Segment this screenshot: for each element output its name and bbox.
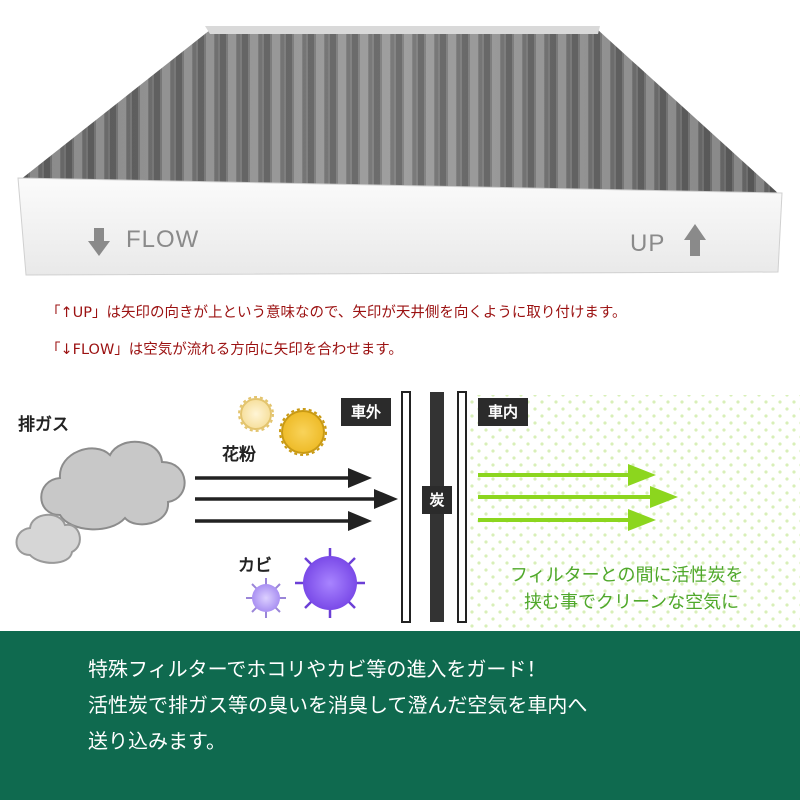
flow-label: FLOW — [126, 226, 200, 253]
filter-product-image: FLOW UP — [0, 0, 800, 290]
carbon-tag: 炭 — [422, 486, 452, 514]
pollen-label: 花粉 — [222, 445, 256, 465]
caption-line2: 挟む事でクリーンな空気に — [524, 592, 740, 613]
exhaust-label: 排ガス — [18, 415, 69, 435]
up-label: UP — [630, 230, 666, 257]
caption-line1: フィルターとの間に活性炭を — [510, 565, 744, 586]
up-arrow-icon — [684, 224, 706, 256]
banner-line1: 特殊フィルターでホコリやカビ等の進入をガード！ — [88, 657, 547, 681]
mold-spore-icon — [246, 548, 365, 618]
mold-label: カビ — [238, 556, 272, 576]
feature-banner: 特殊フィルターでホコリやカビ等の進入をガード！ 活性炭で排ガス等の臭いを消臭して… — [0, 631, 800, 800]
banner-line2: 活性炭で排ガス等の臭いを消臭して澄んだ空気を車内へ — [88, 693, 588, 717]
inside-tag: 車内 — [478, 398, 528, 426]
exhaust-cloud-icon — [15, 440, 186, 564]
flow-down-arrow-icon — [88, 228, 110, 256]
pollen-icon — [238, 396, 327, 456]
incoming-air-arrows — [195, 468, 398, 531]
airflow-diagram — [15, 391, 800, 632]
note-flow: 「↓FLOW」は空気が流れる方向に矢印を合わせます。 — [46, 342, 403, 358]
banner-line3: 送り込みます。 — [88, 729, 226, 753]
clean-air-arrows — [478, 464, 678, 531]
note-up: 「↑UP」は矢印の向きが上という意味なので、矢印が天井側を向くように取り付けます… — [46, 305, 627, 321]
outside-tag: 車外 — [341, 398, 391, 426]
filter-illustration — [17, 26, 783, 276]
